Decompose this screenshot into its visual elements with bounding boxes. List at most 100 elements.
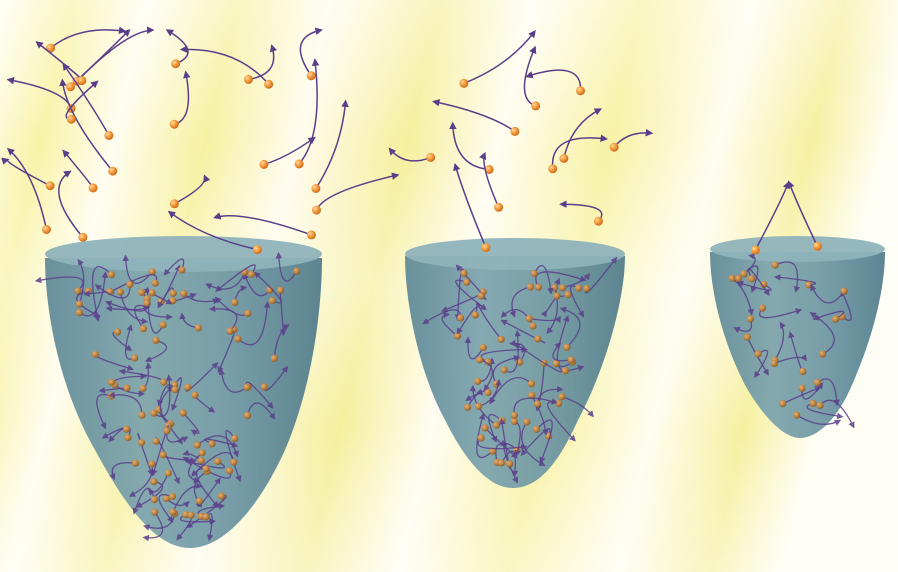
- contained-particle: [108, 271, 115, 278]
- contained-particle: [188, 512, 195, 519]
- escaping-particle: [307, 71, 316, 80]
- contained-particle: [138, 412, 145, 419]
- contained-particle: [114, 328, 121, 335]
- contained-particle: [819, 350, 826, 357]
- contained-particle: [460, 270, 467, 277]
- contained-particle: [476, 356, 483, 363]
- contained-particle: [529, 322, 536, 329]
- contained-particle: [498, 459, 505, 466]
- contained-particle: [231, 435, 238, 442]
- contained-particle: [160, 451, 167, 458]
- contained-particle: [148, 460, 155, 467]
- contained-particle: [150, 410, 157, 417]
- contained-particle: [151, 509, 158, 516]
- contained-particle: [261, 383, 268, 390]
- contained-particle: [92, 351, 99, 358]
- escaping-particle: [559, 154, 568, 163]
- contained-particle: [108, 379, 115, 386]
- contained-particle: [744, 334, 751, 341]
- contained-particle: [231, 299, 238, 306]
- contained-particle: [194, 442, 201, 449]
- contained-particle: [506, 460, 513, 467]
- contained-particle: [163, 427, 170, 434]
- escaping-particle: [170, 199, 179, 208]
- contained-particle: [196, 497, 203, 504]
- escaping-particle: [311, 184, 320, 193]
- escaping-particle: [253, 245, 262, 254]
- contained-particle: [269, 297, 276, 304]
- contained-particle: [563, 344, 570, 351]
- contained-particle: [805, 281, 812, 288]
- contained-particle: [755, 350, 762, 357]
- contained-particle: [230, 459, 237, 466]
- contained-particle: [583, 285, 590, 292]
- contained-particle: [527, 283, 534, 290]
- contained-particle: [528, 380, 535, 387]
- escaping-particle: [312, 206, 321, 215]
- escaping-particle: [77, 76, 86, 85]
- contained-particle: [76, 309, 83, 316]
- contained-particle: [76, 301, 83, 308]
- contained-particle: [123, 384, 130, 391]
- contained-particle: [138, 289, 145, 296]
- escaping-particle: [42, 225, 51, 234]
- contained-particle: [169, 508, 176, 515]
- contained-particle: [140, 325, 147, 332]
- escaping-particle: [813, 242, 822, 251]
- contained-particle: [153, 438, 160, 445]
- escaping-particle: [89, 183, 98, 192]
- contained-particle: [108, 392, 115, 399]
- contained-particle: [523, 418, 530, 425]
- contained-particle: [131, 354, 138, 361]
- contained-particle: [534, 400, 541, 407]
- contained-particle: [480, 344, 487, 351]
- contained-particle: [277, 287, 284, 294]
- contained-particle: [202, 465, 209, 472]
- contained-particle: [526, 315, 533, 322]
- escaping-particle: [307, 230, 316, 239]
- contained-particle: [478, 434, 485, 441]
- contained-particle: [152, 280, 159, 287]
- escaping-particle: [46, 181, 55, 190]
- escaping-particle: [531, 101, 540, 110]
- contained-particle: [533, 426, 540, 433]
- contained-particle: [799, 368, 806, 375]
- contained-particle: [208, 440, 215, 447]
- contained-particle: [191, 392, 198, 399]
- contained-particle: [832, 316, 839, 323]
- escaping-particle: [610, 143, 619, 152]
- contained-particle: [244, 310, 251, 317]
- contained-particle: [463, 279, 470, 286]
- contained-particle: [555, 400, 562, 407]
- escaping-particle: [751, 245, 760, 254]
- escaping-particle: [494, 203, 503, 212]
- contained-particle: [178, 266, 185, 273]
- contained-particle: [117, 288, 124, 295]
- contained-particle: [501, 366, 508, 373]
- contained-particle: [740, 270, 747, 277]
- contained-particle: [482, 424, 489, 431]
- contained-particle: [511, 412, 518, 419]
- contained-particle: [478, 292, 485, 299]
- contained-particle: [124, 434, 131, 441]
- escaping-particle: [510, 127, 519, 136]
- contained-particle: [474, 378, 481, 385]
- escaping-particle: [576, 86, 585, 95]
- contained-particle: [535, 284, 542, 291]
- contained-particle: [841, 288, 848, 295]
- escaping-particle: [104, 131, 113, 140]
- contained-particle: [180, 409, 187, 416]
- contained-particle: [475, 403, 482, 410]
- escaping-particle: [426, 153, 435, 162]
- contained-particle: [184, 384, 191, 391]
- contained-particle: [160, 379, 167, 386]
- contained-particle: [772, 262, 779, 269]
- contained-particle: [575, 285, 582, 292]
- contained-particle: [198, 457, 205, 464]
- escaping-particle: [548, 164, 557, 173]
- contained-particle: [729, 275, 736, 282]
- contained-particle: [180, 290, 187, 297]
- contained-particle: [748, 275, 755, 282]
- contained-particle: [152, 337, 159, 344]
- contained-particle: [138, 439, 145, 446]
